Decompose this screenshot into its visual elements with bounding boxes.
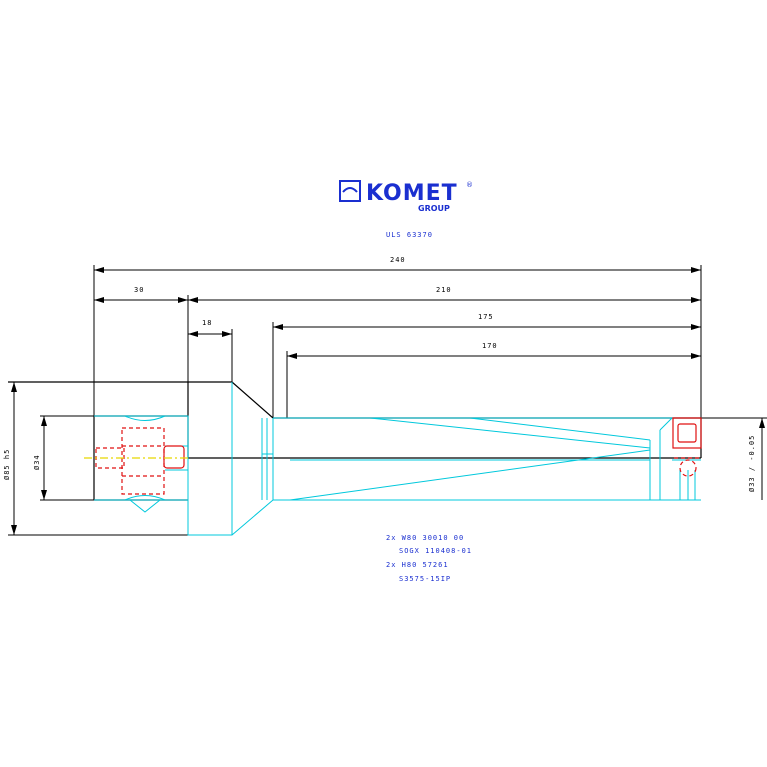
note-line-2: SOGX 110408-01 xyxy=(399,547,472,555)
dim-reach-outer-label: 175 xyxy=(478,313,494,321)
tool-geometry xyxy=(94,382,701,536)
komet-logo-icon xyxy=(339,180,361,202)
komet-brand: KOMET xyxy=(366,181,458,206)
dim-diameter-shank-label: Ø34 xyxy=(33,454,41,470)
dim-collar-label: 18 xyxy=(202,319,212,327)
dim-reach-inner: 170 xyxy=(287,342,701,359)
dim-reach-inner-label: 170 xyxy=(482,342,498,350)
dim-shank: 30 xyxy=(94,286,188,303)
dim-shank-label: 30 xyxy=(134,286,144,294)
dim-body: 210 xyxy=(188,286,701,303)
komet-logo-icon-mark xyxy=(342,187,358,193)
dim-diameter-tip: Ø33 / -0.05 xyxy=(748,418,765,500)
parts-notes: 2x W80 30010 00 SOGX 110408-01 2x H80 57… xyxy=(386,534,472,583)
note-line-4: S3575-15IP xyxy=(399,575,451,583)
dim-diameter-flange: Ø85 h5 xyxy=(3,382,17,535)
tool-outline xyxy=(8,381,702,501)
note-line-3: 2x H80 57261 xyxy=(386,561,449,569)
dim-collar: 18 xyxy=(188,319,232,337)
insert-details xyxy=(95,417,702,495)
dim-body-label: 210 xyxy=(436,286,452,294)
dim-diameter-flange-label: Ø85 h5 xyxy=(3,449,11,480)
part-number: ULS 63370 xyxy=(386,231,433,239)
komet-logo: KOMET ® GROUP xyxy=(339,180,473,213)
komet-registered: ® xyxy=(466,181,473,189)
dim-diameter-tip-label: Ø33 / -0.05 xyxy=(748,435,756,492)
dim-diameter-shank: Ø34 xyxy=(33,416,47,500)
dim-overall: 240 xyxy=(94,256,701,273)
dim-reach-outer: 175 xyxy=(273,313,701,330)
dim-overall-label: 240 xyxy=(390,256,406,264)
note-line-1: 2x W80 30010 00 xyxy=(386,534,464,542)
komet-group: GROUP xyxy=(418,204,450,213)
